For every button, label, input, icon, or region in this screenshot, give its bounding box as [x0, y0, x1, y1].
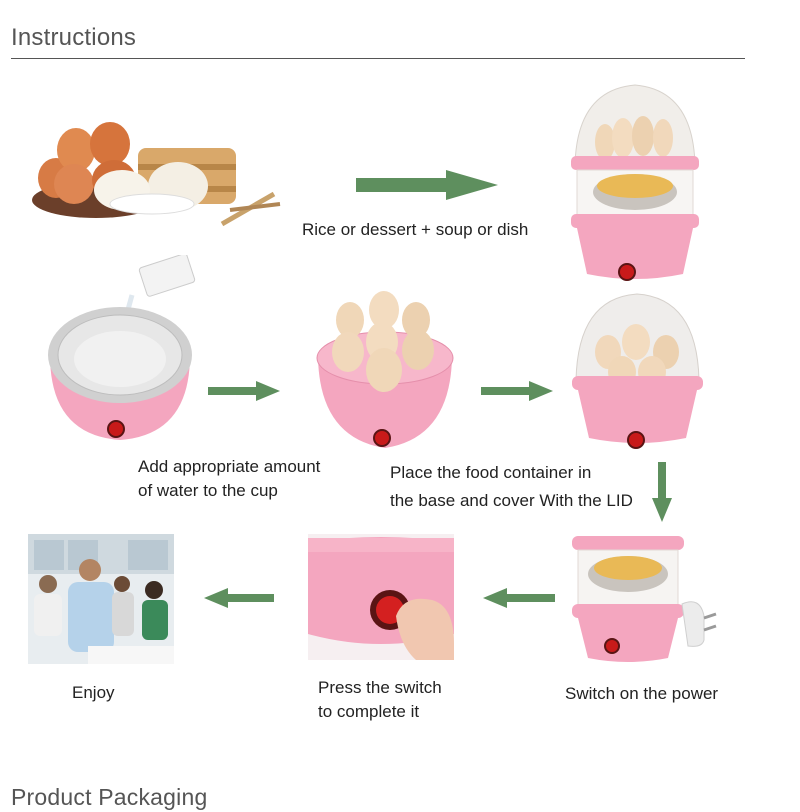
arrow-right-icon: [481, 381, 553, 401]
ingredients-image: [26, 108, 288, 232]
step-caption-container: Place the food container in the base and…: [390, 461, 633, 513]
arrow-down-icon: [652, 462, 672, 522]
step-caption-container-line1: Place the food container in: [390, 463, 592, 482]
water-pot-image: [40, 253, 200, 445]
step-caption-water-line2: of water to the cup: [138, 481, 278, 500]
product-packaging-heading: Product Packaging: [11, 784, 208, 810]
power-plug-image: [570, 534, 718, 666]
arrow-left-icon: [483, 588, 555, 608]
step-caption-power: Switch on the power: [565, 684, 719, 703]
step-caption-ingredients: Rice or dessert + soup or dish: [302, 220, 529, 239]
step-caption-water-line1: Add appropriate amount: [138, 457, 321, 476]
double-cooker-image: [565, 80, 705, 285]
press-switch-photo: [308, 534, 454, 660]
step-caption-water: Add appropriate amount of water to the c…: [138, 455, 320, 503]
step-caption-enjoy: Enjoy: [72, 683, 115, 702]
covered-cooker-image: [570, 292, 705, 450]
step-caption-press-line2: to complete it: [318, 702, 420, 721]
enjoy-photo: [28, 534, 174, 664]
arrow-right-icon: [208, 381, 280, 401]
step-caption-container-line2: the base and cover With the LID: [390, 491, 633, 510]
arrow-left-icon: [204, 588, 274, 608]
section-title: Instructions: [11, 24, 137, 51]
arrow-right-icon: [356, 170, 498, 200]
egg-tray-image: [310, 288, 460, 453]
step-caption-press: Press the switch to complete it: [318, 676, 442, 724]
step-caption-press-line1: Press the switch: [318, 678, 442, 697]
title-divider: [11, 58, 745, 59]
